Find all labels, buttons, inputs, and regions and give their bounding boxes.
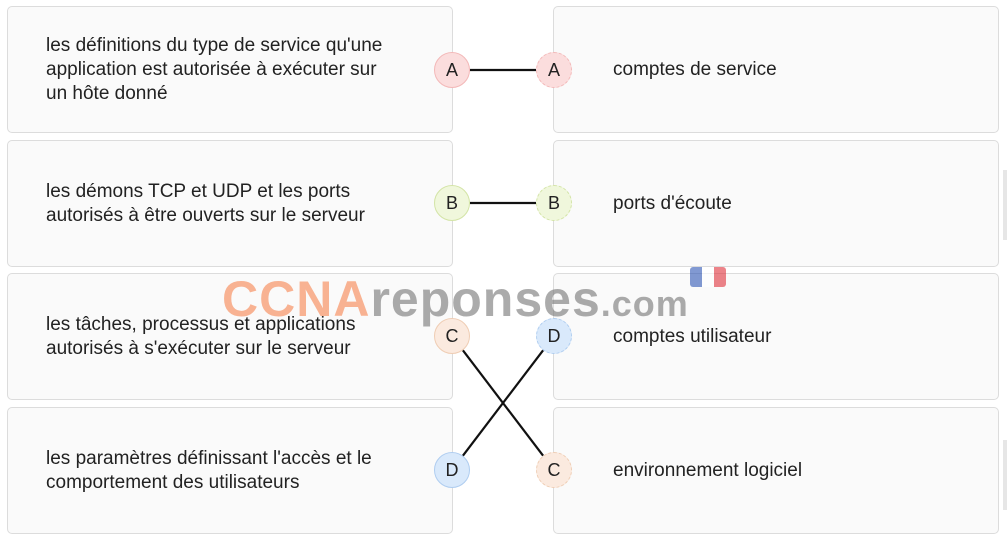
scroll-edge-tab[interactable] bbox=[1003, 170, 1007, 240]
right-item-text: ports d'écoute bbox=[613, 192, 732, 214]
left-item-card[interactable]: les définitions du type de service qu'un… bbox=[7, 6, 453, 133]
left-item-text: les définitions du type de service qu'un… bbox=[46, 34, 383, 104]
left-letter-badge[interactable]: B bbox=[434, 185, 470, 221]
scroll-edge-tab[interactable] bbox=[1003, 440, 1007, 510]
right-item-text: environnement logiciel bbox=[613, 459, 803, 481]
right-item-card[interactable]: comptes utilisateur bbox=[553, 273, 999, 400]
left-letter-badge[interactable]: C bbox=[434, 318, 470, 354]
right-item-text: comptes de service bbox=[613, 58, 777, 80]
left-letter-badge[interactable]: D bbox=[434, 452, 470, 488]
left-item-card[interactable]: les tâches, processus et applications au… bbox=[7, 273, 453, 400]
connection-line bbox=[462, 349, 544, 457]
left-letter-badge[interactable]: A bbox=[434, 52, 470, 88]
right-item-text: comptes utilisateur bbox=[613, 325, 772, 347]
left-item-text: les démons TCP et UDP et les ports autor… bbox=[46, 180, 365, 226]
right-item-card[interactable]: comptes de service bbox=[553, 6, 999, 133]
left-item-card[interactable]: les paramètres définissant l'accès et le… bbox=[7, 407, 453, 534]
right-letter-badge[interactable]: C bbox=[536, 452, 572, 488]
right-item-card[interactable]: environnement logiciel bbox=[553, 407, 999, 534]
connection-line bbox=[462, 349, 544, 457]
french-flag-icon bbox=[690, 267, 726, 287]
left-item-text: les tâches, processus et applications au… bbox=[46, 313, 356, 359]
right-letter-badge[interactable]: B bbox=[536, 185, 572, 221]
left-item-text: les paramètres définissant l'accès et le… bbox=[46, 447, 372, 493]
right-item-card[interactable]: ports d'écoute bbox=[553, 140, 999, 267]
left-item-card[interactable]: les démons TCP et UDP et les ports autor… bbox=[7, 140, 453, 267]
right-letter-badge[interactable]: D bbox=[536, 318, 572, 354]
right-letter-badge[interactable]: A bbox=[536, 52, 572, 88]
